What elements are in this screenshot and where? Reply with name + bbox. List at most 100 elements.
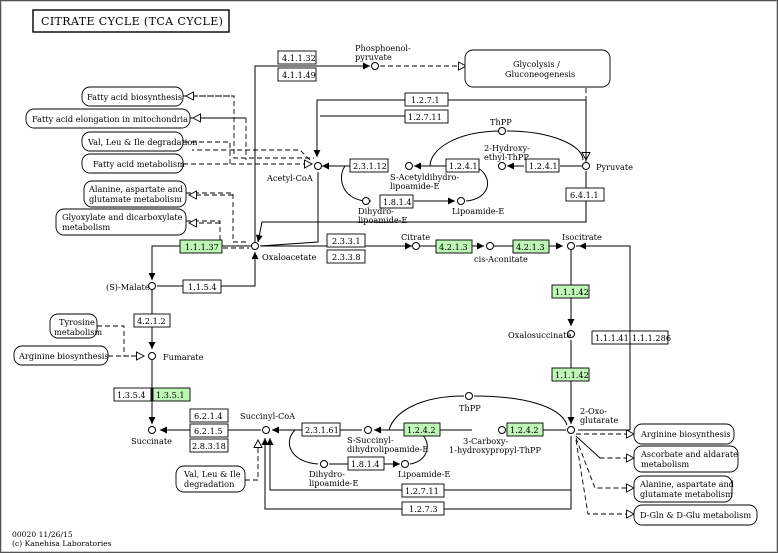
pathway-val-leu-ile-bottom[interactable]: Val, Leu & Ile degradation bbox=[175, 465, 246, 493]
enzyme-1-3-5-4[interactable]: 1.3.5.4 bbox=[113, 387, 152, 402]
pathway-val-leu-ile-top[interactable]: Val, Leu & Ile degradation bbox=[81, 131, 198, 152]
svg-text:Arginine biosynthesis: Arginine biosynthesis bbox=[18, 351, 109, 361]
enzyme-1-2-4-1-b[interactable]: 1.2.4.1 bbox=[525, 158, 560, 173]
enzyme-1-3-5-1[interactable]: 1.3.5.1 bbox=[152, 387, 191, 402]
compound-node-2-oxoglutarate bbox=[567, 426, 575, 434]
compound-node-isocitrate bbox=[567, 242, 575, 250]
enzyme-2-3-1-12[interactable]: 2.3.1.12 bbox=[349, 158, 389, 173]
pathway-fatty-acid-biosynthesis[interactable]: Fatty acid biosynthesis bbox=[81, 86, 184, 107]
compound-node-lipoamide-top bbox=[457, 197, 465, 205]
svg-text:6.4.1.1: 6.4.1.1 bbox=[570, 190, 599, 200]
svg-text:1.1.1.41: 1.1.1.41 bbox=[595, 333, 629, 343]
label-pyruvate: Pyruvate bbox=[596, 162, 633, 172]
svg-text:1.2.7.1: 1.2.7.1 bbox=[411, 95, 440, 105]
compound-node-s-malate bbox=[148, 282, 156, 290]
svg-text:1.8.1.4: 1.8.1.4 bbox=[351, 459, 380, 469]
enzyme-1-1-1-41[interactable]: 1.1.1.41 bbox=[591, 330, 631, 345]
svg-text:4.2.1.2: 4.2.1.2 bbox=[137, 316, 166, 326]
enzyme-1-1-1-42-a[interactable]: 1.1.1.42 bbox=[551, 284, 590, 299]
enzyme-6-4-1-1[interactable]: 6.4.1.1 bbox=[565, 187, 605, 202]
svg-text:Ascorbate and aldarate: Ascorbate and aldarate bbox=[640, 449, 738, 459]
pathway-glyoxylate[interactable]: Glyoxylate and dicarboxylate metabolism bbox=[55, 208, 187, 236]
enzyme-2-3-3-1[interactable]: 2.3.3.1 bbox=[326, 233, 366, 248]
enzyme-2-3-3-8[interactable]: 2.3.3.8 bbox=[326, 249, 366, 264]
svg-text:1.3.5.4: 1.3.5.4 bbox=[117, 390, 146, 400]
pathway-fatty-acid-elongation[interactable]: Fatty acid elongation in mitochondria bbox=[25, 108, 191, 129]
pathway-arginine-right[interactable]: Arginine biosynthesis bbox=[633, 423, 735, 445]
label-citrate: Citrate bbox=[401, 232, 430, 242]
compound-node-s-succinyldihydrolipoamide bbox=[364, 426, 372, 434]
compound-node-pyruvate bbox=[582, 162, 590, 170]
svg-text:2.3.3.8: 2.3.3.8 bbox=[332, 252, 361, 262]
enzyme-4-2-1-3-a[interactable]: 4.2.1.3 bbox=[435, 239, 473, 254]
svg-text:Fatty acid elongation in mitoc: Fatty acid elongation in mitochondria bbox=[32, 114, 188, 124]
label-hydroxyethyl-thpp-1: 2-Hydroxy- bbox=[484, 143, 530, 153]
compound-node-succinyl-coa bbox=[262, 426, 270, 434]
label-s-succinyldihydrolipoamide-2: dihydrolipoamide-E bbox=[347, 444, 428, 454]
label-s-succinyldihydrolipoamide-1: S-Succinyl- bbox=[347, 435, 394, 445]
enzyme-1-2-4-2-a[interactable]: 1.2.4.2 bbox=[403, 422, 441, 437]
svg-text:1.1.1.42: 1.1.1.42 bbox=[555, 287, 589, 297]
pathway-ala-asp-glu-right[interactable]: Alanine, aspartate and glutamate metabol… bbox=[633, 475, 734, 503]
compound-node-hydroxyethyl-thpp bbox=[498, 162, 506, 170]
svg-text:6.2.1.5: 6.2.1.5 bbox=[194, 426, 223, 436]
page-title: CITRATE CYCLE (TCA CYCLE) bbox=[41, 15, 223, 28]
enzyme-2-3-1-61[interactable]: 2.3.1.61 bbox=[301, 422, 341, 437]
pathway-ala-asp-glu-left[interactable]: Alanine, aspartate and glutamate metabol… bbox=[83, 180, 187, 208]
pathway-ascorbate[interactable]: Ascorbate and aldarate metabolism bbox=[633, 445, 739, 473]
enzyme-1-2-4-2-b[interactable]: 1.2.4.2 bbox=[506, 422, 544, 437]
label-carboxy-hydroxypropyl-thpp-1: 3-Carboxy- bbox=[463, 436, 508, 446]
enzyme-1-1-1-42-b[interactable]: 1.1.1.42 bbox=[551, 367, 590, 382]
label-lipoamide-top: Lipoamide-E bbox=[452, 206, 504, 216]
enzyme-1-2-7-11-bottom[interactable]: 1.2.7.11 bbox=[401, 483, 445, 498]
svg-text:1.1.5.4: 1.1.5.4 bbox=[188, 282, 217, 292]
enzyme-2-8-3-18[interactable]: 2.8.3.18 bbox=[189, 438, 229, 453]
compound-node-fumarate bbox=[148, 352, 156, 360]
label-succinyl-coa: Succinyl-CoA bbox=[240, 411, 295, 421]
svg-text:2.3.1.61: 2.3.1.61 bbox=[305, 425, 339, 435]
enzyme-6-2-1-5[interactable]: 6.2.1.5 bbox=[189, 423, 229, 438]
compound-node-s-acetyldihydrolipoamide bbox=[405, 162, 413, 170]
label-s-acetyldihydrolipoamide-1: S-Acetyldihydro- bbox=[390, 172, 459, 182]
enzyme-1-2-7-1[interactable]: 1.2.7.1 bbox=[404, 92, 449, 107]
pathway-arginine-left[interactable]: Arginine biosynthesis bbox=[13, 345, 109, 366]
svg-text:4.1.1.32: 4.1.1.32 bbox=[282, 53, 316, 63]
linked-pathways: Glycolysis / Gluconeogenesis Fatty acid … bbox=[13, 49, 758, 526]
enzyme-4-1-1-32[interactable]: 4.1.1.32 bbox=[277, 50, 317, 65]
enzyme-1-1-5-4[interactable]: 1.1.5.4 bbox=[182, 279, 222, 294]
label-fumarate: Fumarate bbox=[163, 352, 204, 362]
svg-text:Alanine, aspartate and: Alanine, aspartate and bbox=[639, 479, 734, 489]
compound-node-citrate bbox=[412, 242, 420, 250]
enzyme-1-2-7-11-top[interactable]: 1.2.7.11 bbox=[404, 109, 449, 124]
svg-text:Alanine, aspartate and: Alanine, aspartate and bbox=[88, 184, 183, 194]
label-hydroxyethyl-thpp-2: ethyl-ThPP bbox=[484, 152, 529, 162]
enzyme-1-2-7-3[interactable]: 1.2.7.3 bbox=[401, 501, 445, 516]
label-succinate: Succinate bbox=[131, 436, 172, 446]
svg-text:metabolism: metabolism bbox=[641, 459, 689, 469]
enzyme-1-8-1-4-top[interactable]: 1.8.1.4 bbox=[379, 194, 414, 209]
label-acetyl-coa: Acetyl-CoA bbox=[266, 173, 313, 183]
enzyme-6-2-1-4[interactable]: 6.2.1.4 bbox=[189, 408, 229, 423]
svg-text:4.2.1.3: 4.2.1.3 bbox=[516, 242, 545, 252]
enzyme-1-2-4-1-a[interactable]: 1.2.4.1 bbox=[445, 158, 480, 173]
enzyme-1-8-1-4-bottom[interactable]: 1.8.1.4 bbox=[347, 456, 385, 471]
label-phosphoenolpyruvate-2: pyruvate bbox=[355, 52, 392, 62]
svg-text:Val, Leu & Ile degradation: Val, Leu & Ile degradation bbox=[87, 137, 198, 147]
pathway-tyrosine[interactable]: Tyrosine metabolism bbox=[49, 313, 102, 339]
enzyme-4-2-1-2[interactable]: 4.2.1.2 bbox=[133, 313, 171, 328]
enzyme-4-1-1-49[interactable]: 4.1.1.49 bbox=[277, 67, 317, 82]
pathway-d-gln-d-glu[interactable]: D-Gln & D-Glu metabolism bbox=[633, 504, 758, 526]
enzyme-4-2-1-3-b[interactable]: 4.2.1.3 bbox=[512, 239, 550, 254]
svg-text:1.3.5.1: 1.3.5.1 bbox=[156, 390, 185, 400]
svg-text:1.1.1.37: 1.1.1.37 bbox=[185, 242, 219, 252]
svg-text:degradation: degradation bbox=[184, 479, 235, 489]
pathway-fatty-acid-metabolism[interactable]: Fatty acid metabolism bbox=[81, 153, 185, 174]
enzyme-1-1-1-37[interactable]: 1.1.1.37 bbox=[179, 239, 223, 254]
svg-text:1.1.1.42: 1.1.1.42 bbox=[555, 370, 589, 380]
svg-text:4.2.1.3: 4.2.1.3 bbox=[439, 242, 468, 252]
pathway-glycolysis[interactable]: Glycolysis / Gluconeogenesis bbox=[464, 49, 611, 88]
enzyme-1-1-1-286[interactable]: 1.1.1.286 bbox=[629, 330, 671, 345]
label-lipoamide-bottom: Lipoamide-E bbox=[398, 469, 450, 479]
svg-text:1.2.4.2: 1.2.4.2 bbox=[510, 425, 539, 435]
title-box bbox=[32, 9, 230, 33]
